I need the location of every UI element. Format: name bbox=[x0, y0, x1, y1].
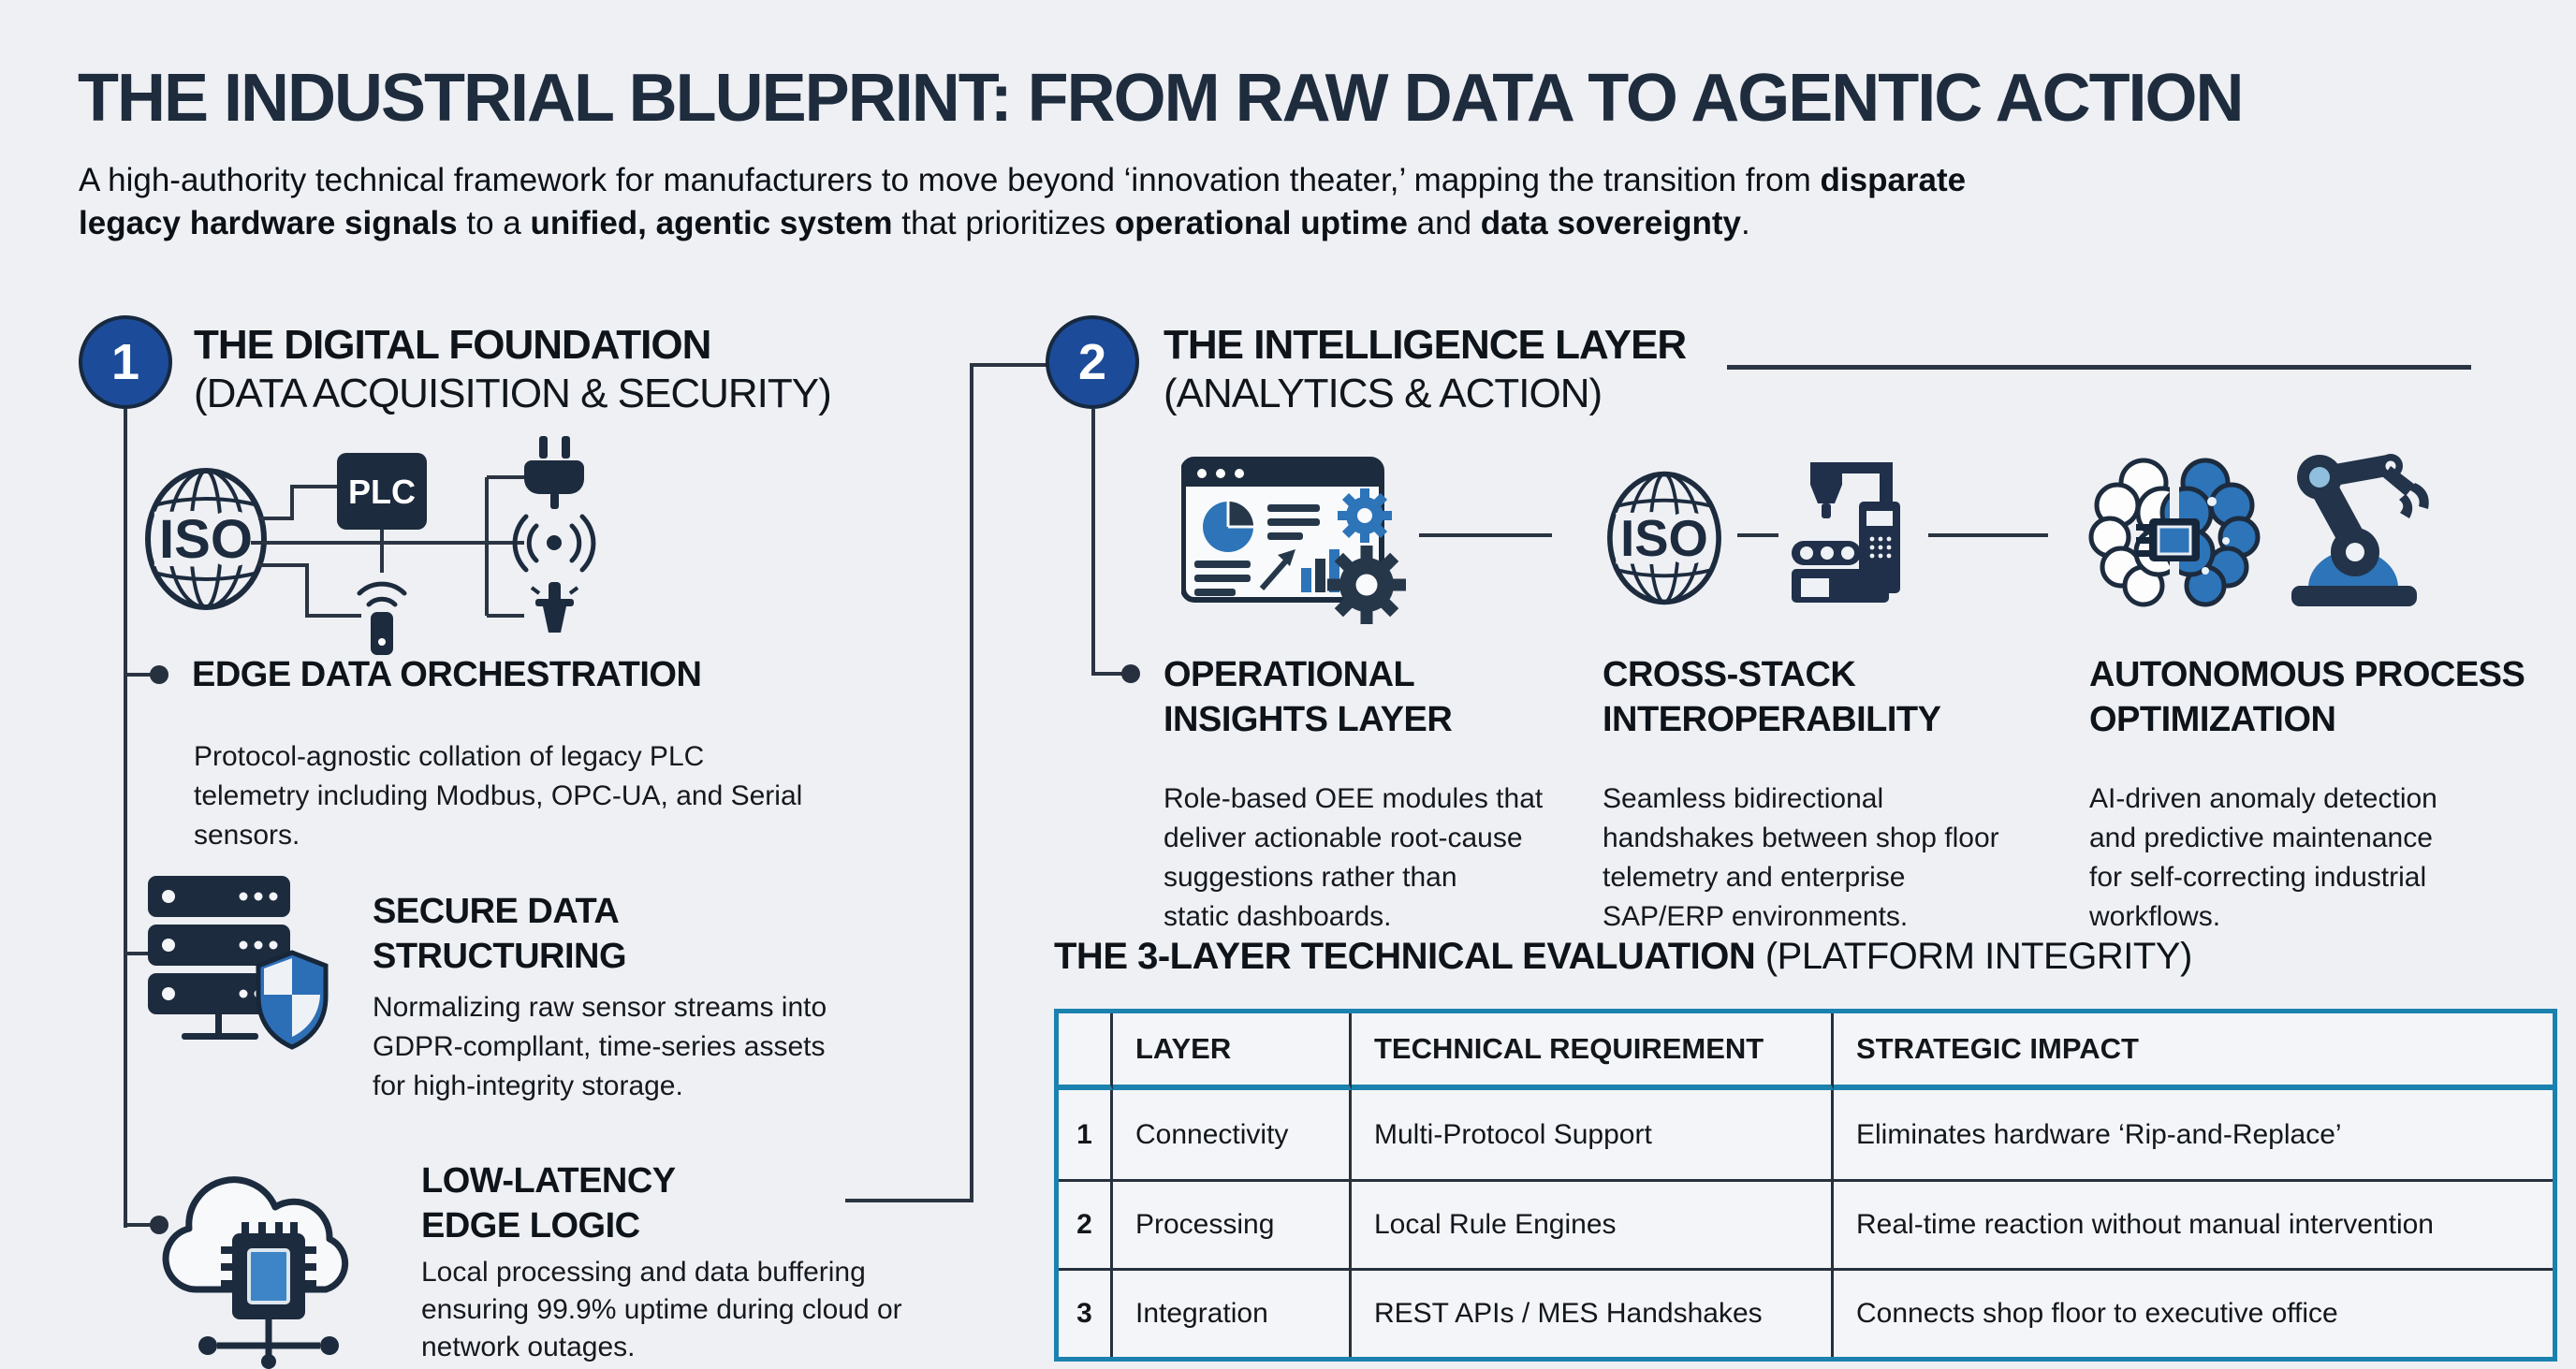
cross-connector-vertical bbox=[970, 365, 973, 1202]
section2-spine-line bbox=[1091, 409, 1095, 676]
table-row1-requirement: Multi-Protocol Support bbox=[1352, 1090, 1834, 1179]
section1-elbow-1 bbox=[124, 673, 155, 677]
step-1-badge: 1 bbox=[79, 315, 172, 409]
col1-heading: OPERATIONAL INSIGHTS LAYER bbox=[1164, 655, 1453, 739]
iso-label-2: ISO bbox=[1620, 510, 1708, 567]
iso-globe-icon: ISO bbox=[145, 468, 267, 610]
plc-network-icon: PLC bbox=[251, 436, 596, 655]
table-row3-layer: Integration bbox=[1113, 1268, 1352, 1357]
item2-heading: SECURE DATA STRUCTURING bbox=[373, 892, 627, 976]
cross-connector-top bbox=[970, 363, 1046, 367]
evaluation-table: LAYER TECHNICAL REQUIREMENT STRATEGIC IM… bbox=[1054, 1009, 2557, 1362]
step-1-number: 1 bbox=[110, 334, 140, 390]
section2-title: THE INTELLIGENCE LAYER bbox=[1164, 322, 1687, 368]
sensor-icon bbox=[530, 582, 579, 633]
item1-body: Protocol-agnostic collation of legacy PL… bbox=[194, 741, 803, 851]
item2-body: Normalizing raw sensor streams into GDPR… bbox=[373, 992, 827, 1101]
step-2-badge: 2 bbox=[1046, 315, 1139, 409]
subtitle-line-1: A high-authority technical framework for… bbox=[79, 162, 1967, 198]
trend-arrow-glyph bbox=[1278, 549, 1295, 566]
table-header-layer: LAYER bbox=[1113, 1013, 1352, 1090]
col3-heading: AUTONOMOUS PROCESS OPTIMIZATION bbox=[2089, 655, 2525, 739]
table-row3-num: 3 bbox=[1059, 1268, 1113, 1357]
edge-cloud-chip-icon bbox=[162, 1176, 349, 1369]
plc-label: PLC bbox=[348, 473, 416, 511]
table-row3-impact: Connects shop floor to executive office bbox=[1834, 1268, 2553, 1357]
bar-chart-glyph bbox=[1301, 549, 1339, 592]
wireless-icon bbox=[512, 514, 596, 573]
table-header-requirement: TECHNICAL REQUIREMENT bbox=[1352, 1013, 1834, 1090]
section1-elbow-2 bbox=[124, 952, 155, 955]
section1-spine-line bbox=[124, 409, 127, 1228]
item3-heading: LOW-LATENCY EDGE LOGIC bbox=[421, 1161, 676, 1245]
dashboard-analytics-icon bbox=[1181, 457, 1406, 624]
gear-small-icon bbox=[1338, 488, 1392, 543]
table-title-regular: (PLATFORM INTEGRITY) bbox=[1755, 936, 2192, 977]
col2-heading: CROSS-STACK INTEROPERABILITY bbox=[1603, 655, 1941, 739]
table-row2-num: 2 bbox=[1059, 1179, 1113, 1268]
icon-connector-2 bbox=[1737, 533, 1778, 537]
plug-icon bbox=[524, 436, 584, 509]
cnc-machine-icon bbox=[1792, 462, 1900, 603]
col3-body: AI-driven anomaly detection and predicti… bbox=[2089, 783, 2437, 932]
table-row2-requirement: Local Rule Engines bbox=[1352, 1179, 1834, 1268]
step-2-number: 2 bbox=[1077, 334, 1107, 390]
iso-globe-icon-2: ISO bbox=[1607, 471, 1721, 605]
table-row2-layer: Processing bbox=[1113, 1179, 1352, 1268]
subtitle-line-2: legacy hardware signals to a unified, ag… bbox=[79, 205, 1750, 241]
table-row1-num: 1 bbox=[1059, 1090, 1113, 1179]
brain-chip-glyph bbox=[2136, 518, 2200, 561]
robot-arm-icon bbox=[2291, 454, 2429, 606]
table-row1-layer: Connectivity bbox=[1113, 1090, 1352, 1179]
ai-brain-icon bbox=[2088, 458, 2261, 607]
table-header-blank bbox=[1059, 1013, 1113, 1090]
section2-bullet bbox=[1121, 664, 1140, 683]
shield-icon bbox=[256, 950, 329, 1050]
table-header-impact: STRATEGIC IMPACT bbox=[1834, 1013, 2553, 1090]
section2-elbow bbox=[1091, 672, 1127, 676]
section1-elbow-3 bbox=[124, 1223, 155, 1227]
main-title: THE INDUSTRIAL BLUEPRINT: FROM RAW DATA … bbox=[78, 61, 2245, 136]
table-row2-impact: Real-time reaction without manual interv… bbox=[1834, 1179, 2553, 1268]
gear-large-icon bbox=[1327, 546, 1406, 624]
table-row3-requirement: REST APIs / MES Handshakes bbox=[1352, 1268, 1834, 1357]
item3-body: Local processing and data buffering ensu… bbox=[421, 1257, 902, 1362]
item1-heading: EDGE DATA ORCHESTRATION bbox=[192, 655, 702, 694]
plc-box bbox=[337, 453, 427, 530]
iso-label: ISO bbox=[159, 509, 253, 570]
pie-chart-glyph bbox=[1203, 502, 1253, 552]
icon-connector-3 bbox=[1928, 533, 2048, 537]
section2-title-rule bbox=[1727, 365, 2471, 370]
section2-subtitle: (ANALYTICS & ACTION) bbox=[1164, 371, 1603, 416]
col1-body: Role-based OEE modules that deliver acti… bbox=[1164, 783, 1544, 932]
section1-title: THE DIGITAL FOUNDATION bbox=[194, 322, 711, 368]
col2-body: Seamless bidirectional handshakes betwee… bbox=[1603, 783, 1999, 932]
secure-servers-icon bbox=[148, 876, 329, 1050]
section1-bullet-3 bbox=[150, 1216, 168, 1234]
section1-bullet-1 bbox=[150, 665, 168, 684]
table-title-bold: THE 3-LAYER TECHNICAL EVALUATION bbox=[1054, 936, 1756, 977]
cross-connector-bottom bbox=[845, 1199, 973, 1202]
table-title: THE 3-LAYER TECHNICAL EVALUATION (PLATFO… bbox=[1054, 936, 2192, 978]
table-row1-impact: Eliminates hardware ‘Rip-and-Replace’ bbox=[1856, 1118, 2342, 1150]
wifi-device-icon bbox=[357, 581, 407, 655]
icon-connector-1 bbox=[1419, 533, 1552, 537]
section1-subtitle: (DATA ACQUISITION & SECURITY) bbox=[194, 371, 832, 416]
